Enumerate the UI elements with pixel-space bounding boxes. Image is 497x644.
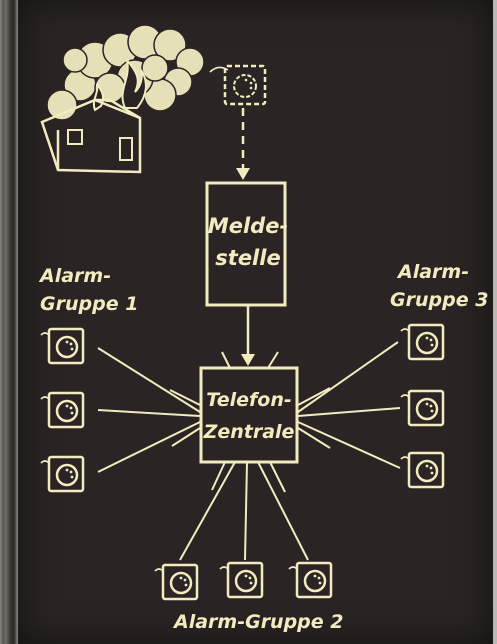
- telephone-icon: [39, 455, 85, 493]
- group1-label-1: Alarm-: [38, 265, 111, 287]
- group3-label-2: Gruppe 3: [390, 289, 488, 311]
- burning-house-icon: [40, 24, 205, 174]
- meldestelle-label-1: Melde-: [208, 214, 288, 238]
- telephone-icon: [399, 451, 445, 489]
- meldestelle-box: [205, 181, 287, 307]
- telephone-icon: [39, 327, 85, 365]
- telefon-zentrale-box: [199, 366, 299, 464]
- telephone-icon: [153, 563, 199, 601]
- telephone-icon: [39, 391, 85, 429]
- group1-label-2: Gruppe 1: [40, 293, 138, 315]
- zentrale-label-1: Telefon-: [206, 389, 292, 411]
- zentrale-label-2: Zentrale: [203, 421, 295, 443]
- group2-label: Alarm-Gruppe 2: [172, 611, 344, 633]
- telephone-icon: [399, 323, 445, 361]
- fire-alarm-phone-icon: [209, 64, 267, 106]
- connection-lines: [97, 341, 401, 561]
- group3-label-1: Alarm-: [396, 261, 469, 283]
- telephone-icon: [218, 561, 264, 599]
- meldestelle-label-2: stelle: [215, 246, 280, 270]
- telephone-icon: [399, 389, 445, 427]
- telephone-icon: [287, 561, 333, 599]
